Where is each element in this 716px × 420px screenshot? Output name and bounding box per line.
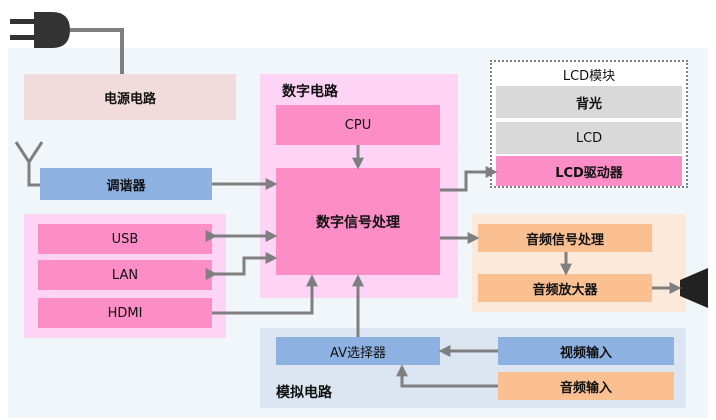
usb-block: USB — [38, 224, 212, 254]
av-selector-label: AV选择器 — [330, 345, 386, 361]
lan-block: LAN — [38, 260, 212, 290]
backlight-label: 背光 — [575, 96, 602, 112]
arrow-lan-dsp — [205, 252, 278, 280]
audio-processing-block: 音频信号处理 — [478, 224, 652, 252]
audio-input-label: 音频输入 — [559, 380, 612, 396]
audio-amplifier-label: 音频放大器 — [532, 282, 598, 298]
av-selector-block: AV选择器 — [276, 337, 440, 365]
lcd-driver-label: LCD驱动器 — [555, 165, 623, 181]
arrow-hdmi-dsp — [212, 274, 318, 315]
lcd-driver-block: LCD驱动器 — [496, 156, 682, 186]
lan-label: LAN — [111, 267, 139, 283]
power-circuit-label: 电源电路 — [103, 91, 156, 107]
cpu-block: CPU — [276, 105, 440, 145]
audio-processing-label: 音频信号处理 — [525, 232, 604, 248]
cpu-label: CPU — [344, 117, 372, 133]
video-input-block: 视频输入 — [498, 337, 674, 365]
tuner-label: 调谐器 — [106, 178, 146, 194]
power-plug-icon — [10, 12, 124, 74]
arrow-dsp-lcd — [440, 166, 498, 192]
dsp-label: 数字信号处理 — [316, 214, 400, 231]
video-input-label: 视频输入 — [559, 345, 612, 361]
audio-input-block: 音频输入 — [498, 372, 674, 400]
hdmi-label: HDMI — [107, 305, 143, 321]
lcd-panel-block: LCD — [496, 122, 682, 154]
speaker-icon — [680, 268, 708, 308]
audio-amplifier-block: 音频放大器 — [478, 274, 652, 302]
arrow-audioin-av — [396, 364, 498, 388]
tuner-block: 调谐器 — [40, 168, 212, 200]
usb-label: USB — [111, 231, 139, 247]
power-circuit-block: 电源电路 — [24, 74, 236, 120]
digital-circuit-title: 数字电路 — [282, 84, 338, 100]
dsp-block: 数字信号处理 — [276, 168, 440, 275]
antenna-icon — [14, 141, 44, 187]
lcd-panel-label: LCD — [575, 130, 603, 146]
hdmi-block: HDMI — [38, 298, 212, 328]
analog-circuit-title: 模拟电路 — [276, 385, 332, 401]
backlight-block: 背光 — [496, 86, 682, 118]
lcd-module-title: LCD模块 — [562, 69, 616, 84]
